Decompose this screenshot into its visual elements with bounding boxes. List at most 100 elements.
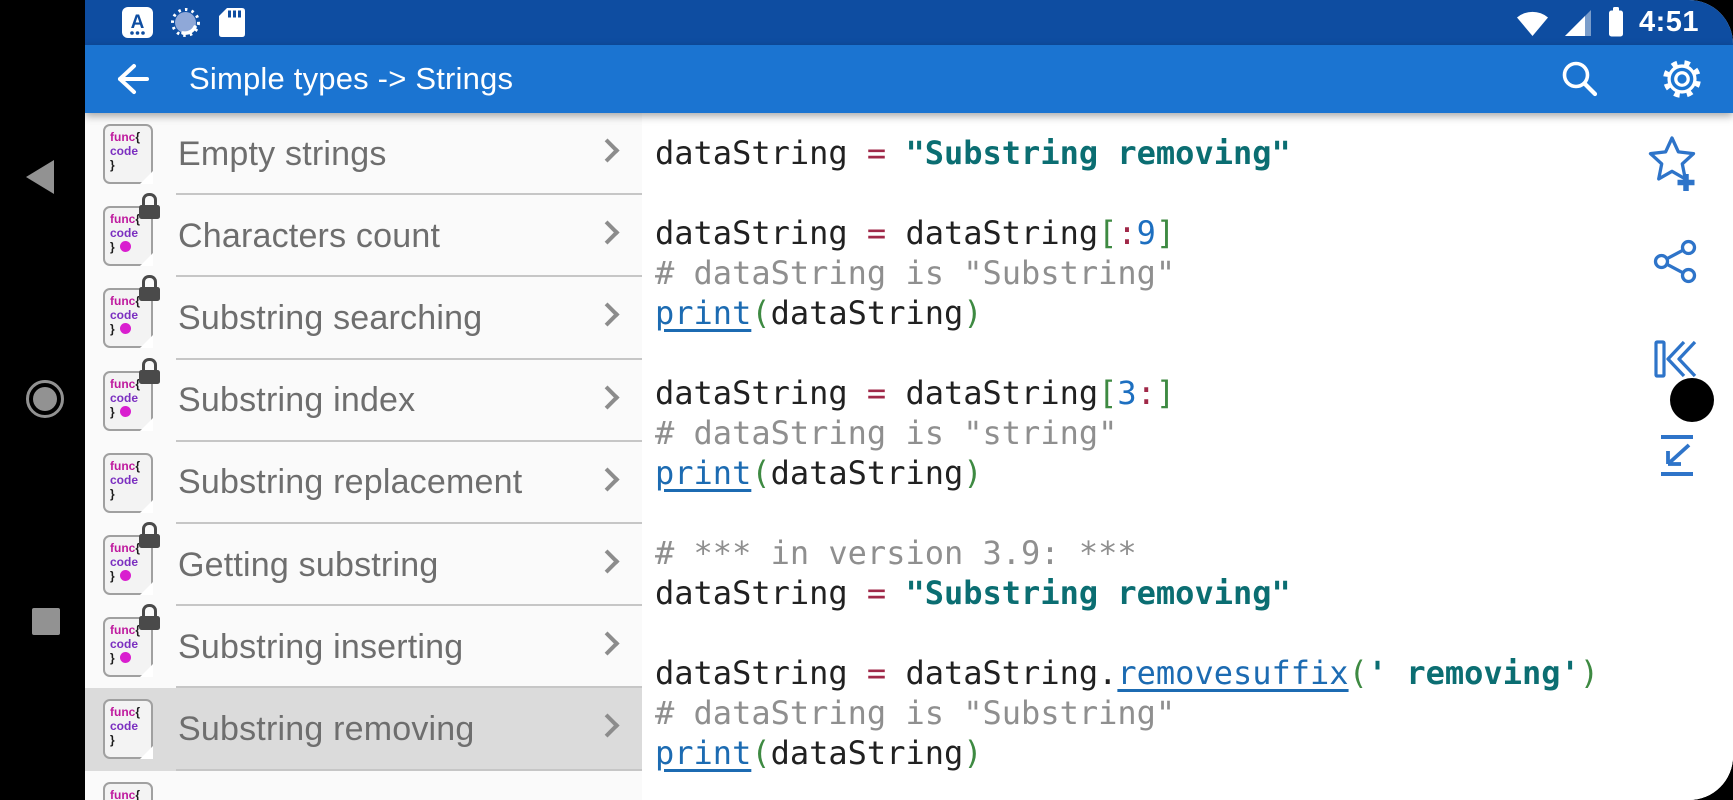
sidebar-item-label: Getting substring	[178, 545, 439, 584]
list-divider	[176, 521, 642, 524]
list-divider	[176, 439, 642, 442]
function-link[interactable]: print	[655, 734, 752, 772]
sidebar-item-characters-count[interactable]: func{code}Characters count	[85, 193, 642, 278]
code-token: )	[1579, 654, 1600, 692]
code-line	[655, 173, 1733, 213]
code-line	[655, 493, 1733, 533]
code-token: )	[963, 734, 983, 772]
code-line: print(dataString)	[655, 293, 1733, 333]
android-back-button[interactable]	[26, 160, 54, 194]
chevron-right-icon	[595, 220, 620, 245]
code-line: dataString = dataString.removesuffix(' r…	[655, 653, 1733, 693]
code-line: dataString = "Substring removing"	[655, 133, 1733, 173]
lock-icon	[137, 604, 161, 632]
code-token: 9	[1136, 214, 1156, 252]
code-doc-icon: func{code}	[103, 370, 153, 431]
code-token: dataString	[886, 214, 1099, 252]
code-token: :	[1136, 374, 1156, 412]
code-token	[886, 574, 905, 612]
cell-signal-icon	[1564, 9, 1591, 36]
code-token: dataString	[655, 214, 867, 252]
code-pane: dataString = "Substring removing"dataStr…	[642, 113, 1733, 800]
code-line: # dataString is "string"	[655, 413, 1733, 453]
code-token: [	[1098, 374, 1118, 412]
code-line: dataString = dataString[3:]	[655, 373, 1733, 413]
code-doc-icon: func{code}	[103, 617, 153, 678]
code-token: # dataString is "Substring"	[655, 254, 1176, 292]
sidebar-item-label: Substring searching	[178, 298, 483, 337]
code-token: dataString.	[886, 654, 1118, 692]
sidebar-item-substring-removing[interactable]: func{code}Substring removing	[85, 688, 642, 771]
jump-to-end-icon[interactable]	[1653, 432, 1699, 480]
lock-icon	[137, 357, 161, 386]
code-token: dataString	[770, 454, 964, 492]
battery-icon	[1608, 7, 1623, 37]
android-home-button[interactable]	[26, 380, 64, 418]
function-link[interactable]: print	[655, 294, 752, 332]
code-token: =	[866, 574, 887, 612]
sidebar-item-empty-strings[interactable]: func{code}Empty strings	[85, 113, 642, 196]
clock-time: 4:51	[1638, 6, 1699, 38]
star-plus-icon[interactable]	[1644, 134, 1702, 194]
code-token: =	[866, 214, 887, 252]
list-divider	[176, 604, 642, 607]
chevron-right-icon	[595, 138, 620, 163]
code-line: # dataString is "Substring"	[655, 693, 1733, 733]
back-arrow-icon[interactable]	[107, 56, 153, 102]
sidebar-item-label: Substring inserting	[178, 627, 464, 666]
lock-icon	[137, 193, 161, 221]
sidebar-item-label: Characters count	[178, 216, 441, 255]
wifi-icon	[1516, 11, 1548, 36]
skip-to-start-icon[interactable]	[1650, 336, 1700, 382]
code-doc-icon: func{code}	[103, 288, 153, 349]
sd-card-status-icon	[219, 8, 245, 37]
sidebar-item-partial[interactable]: func{code}	[85, 771, 642, 800]
a-app-status-icon: A	[122, 7, 153, 38]
code-token: dataString	[886, 374, 1099, 412]
sidebar-item-substring-replacement[interactable]: func{code}Substring replacement	[85, 442, 642, 524]
sidebar-item-substring-searching[interactable]: func{code} Substring searching	[85, 275, 642, 360]
gear-icon[interactable]	[1659, 56, 1705, 102]
code-token: :	[1117, 214, 1137, 252]
code-token: "Substring removing"	[905, 574, 1291, 612]
share-icon[interactable]	[1652, 238, 1699, 285]
android-nav-rail	[0, 0, 85, 800]
code-token: (	[751, 294, 771, 332]
chevron-right-icon	[595, 631, 620, 656]
phone-screen: A	[85, 0, 1733, 800]
sidebar-item-substring-index[interactable]: func{code} Substring index	[85, 357, 642, 442]
code-token: ]	[1155, 214, 1176, 252]
android-recents-button[interactable]	[32, 608, 60, 635]
pro-dot-icon	[119, 652, 131, 664]
code-token: dataString	[655, 574, 867, 612]
code-token: ]	[1155, 374, 1176, 412]
code-token: [	[1098, 214, 1118, 252]
code-token: dataString	[655, 654, 867, 692]
sidebar-item-label: Substring removing	[178, 709, 475, 748]
page-title: Simple types -> Strings	[189, 61, 514, 96]
pro-dot-icon	[119, 569, 131, 581]
sidebar-item-label: Substring index	[178, 381, 416, 420]
search-icon[interactable]	[1557, 56, 1603, 102]
chevron-right-icon	[595, 302, 620, 327]
function-link[interactable]: print	[655, 454, 752, 492]
code-token: dataString	[655, 374, 867, 412]
code-token: dataString	[770, 294, 964, 332]
code-doc-icon: func{code}	[103, 124, 153, 184]
pro-dot-icon	[119, 241, 131, 253]
sidebar-item-getting-substring[interactable]: func{code}Getting substring	[85, 521, 642, 607]
function-link[interactable]: removesuffix	[1117, 654, 1349, 692]
code-token: (	[1348, 654, 1368, 692]
code-token: "Substring removing"	[905, 134, 1291, 172]
sidebar-item-substring-inserting[interactable]: func{code} Substring inserting	[85, 604, 642, 689]
code-token: # dataString is "Substring"	[655, 694, 1176, 732]
chevron-right-icon	[595, 385, 620, 410]
code-line	[655, 613, 1733, 653]
lock-icon	[137, 521, 161, 550]
code-line: dataString = dataString[:9]	[655, 213, 1733, 253]
list-divider	[176, 768, 642, 771]
code-token: (	[751, 454, 771, 492]
code-doc-icon: func{code}	[103, 781, 153, 800]
code-line: # dataString is "Substring"	[655, 253, 1733, 293]
